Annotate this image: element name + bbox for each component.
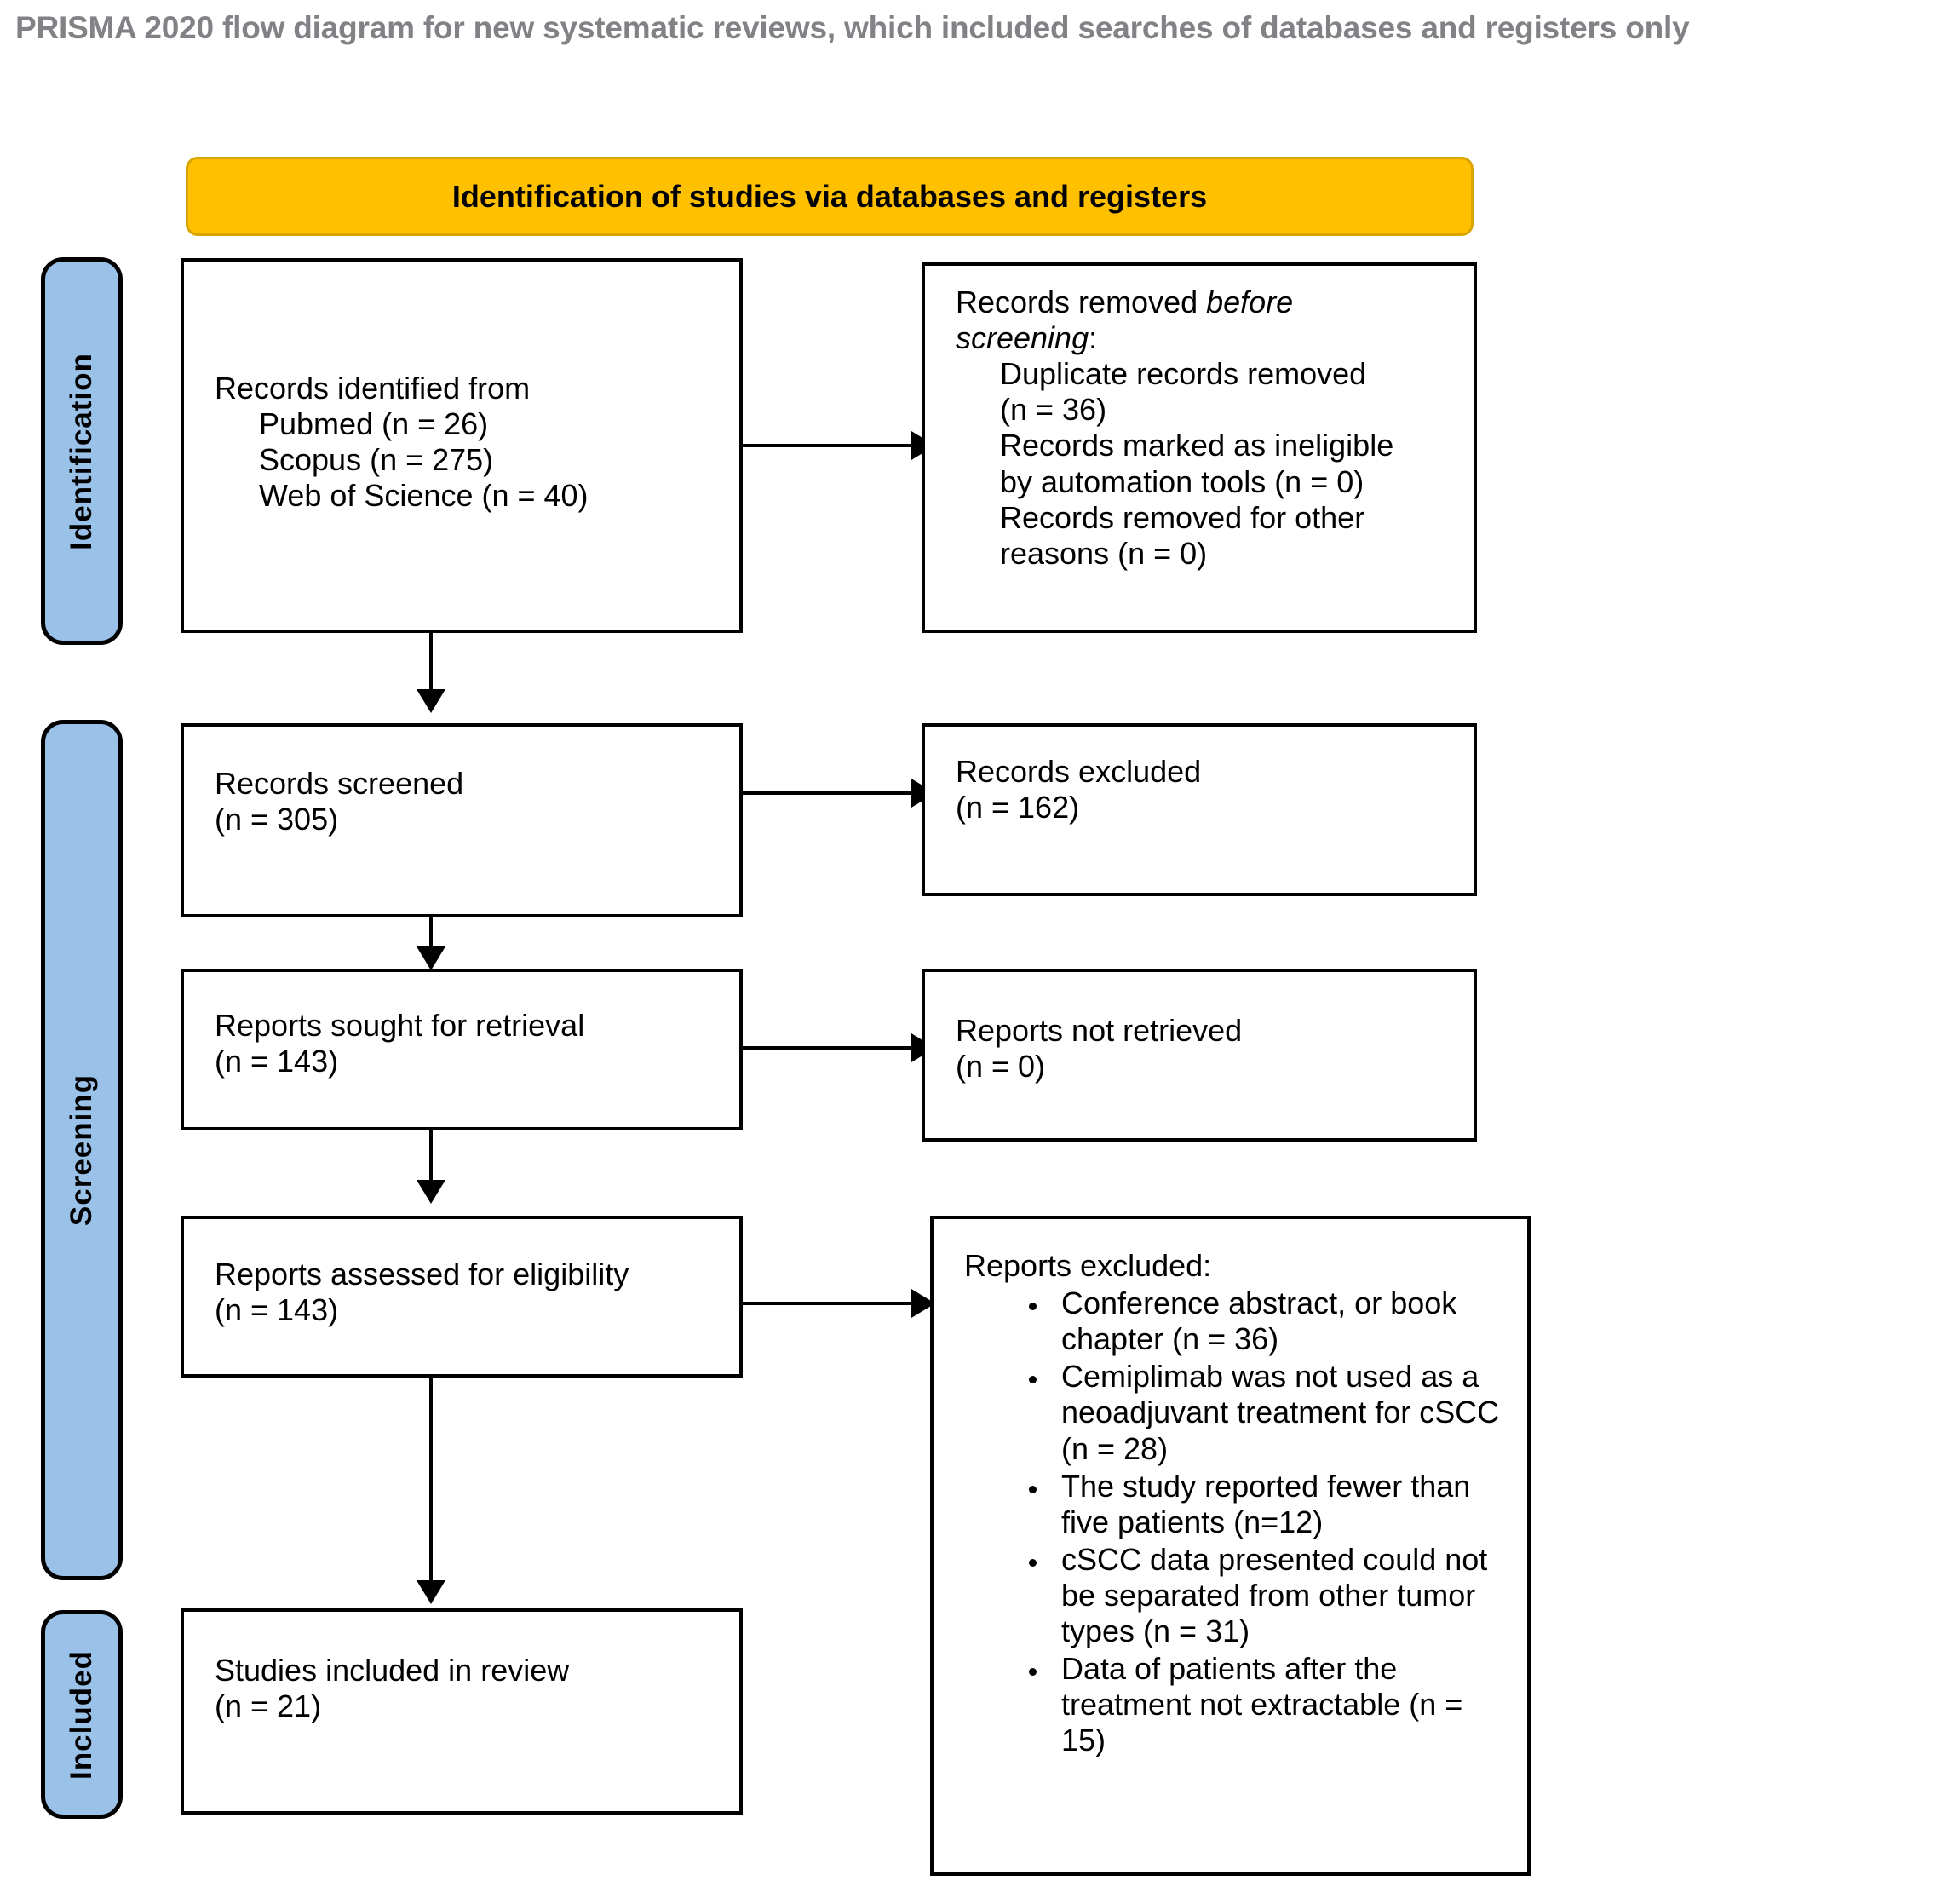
reports-excluded-reason-3: cSCC data presented could not be separat… (1049, 1542, 1515, 1649)
reports-not-retrieved-line-1: Reports not retrieved (956, 1013, 1243, 1048)
stage-label-identification: Identification (65, 352, 98, 550)
stage-bar-identification: Identification (41, 257, 123, 645)
connector-screened-to-excluded (743, 791, 922, 795)
reports-assessed-text: Reports assessed for eligibility(n = 143… (215, 1257, 724, 1328)
box-studies-included: Studies included in review(n = 21) (181, 1608, 743, 1815)
records-removed-item-2: Records marked as ineligible (1000, 428, 1394, 463)
box-reports-excluded: Reports excluded: Conference abstract, o… (930, 1216, 1531, 1876)
reports-excluded-list: Reports excluded: Conference abstract, o… (964, 1248, 1515, 1761)
identification-banner: Identification of studies via databases … (186, 157, 1474, 236)
reports-excluded-reason-2: The study reported fewer than five patie… (1049, 1469, 1515, 1540)
records-removed-item-5: reasons (n = 0) (1000, 535, 1208, 571)
identification-banner-label: Identification of studies via databases … (451, 178, 1208, 214)
reports-sought-text: Reports sought for retrieval(n = 143) (215, 1008, 724, 1079)
records-removed-item-3: by automation tools (n = 0) (1000, 463, 1364, 499)
box-reports-not-retrieved: Reports not retrieved(n = 0) (922, 969, 1477, 1142)
records-removed-item-4: Records removed for other (1000, 499, 1365, 535)
reports-excluded-reason-1: Cemiplimab was not used as a neoadjuvant… (1049, 1359, 1515, 1466)
records-identified-source-2: Web of Science (n = 40) (259, 478, 589, 514)
connector-identified-to-removed (743, 444, 922, 447)
records-excluded-line-2: (n = 162) (956, 790, 1080, 825)
connector-screened-to-sought (429, 917, 433, 962)
box-records-screened: Records screened(n = 305) (181, 723, 743, 917)
arrowhead-identified-to-screened (417, 689, 445, 713)
reports-sought-line-2: (n = 143) (215, 1044, 339, 1079)
connector-assessed-to-included (429, 1378, 433, 1595)
records-identified-source-0: Pubmed (n = 26) (259, 406, 489, 442)
stage-bar-screening: Screening (41, 720, 123, 1580)
records-removed-item-1: (n = 36) (1000, 392, 1107, 428)
records-screened-text: Records screened(n = 305) (215, 766, 724, 837)
page-title: PRISMA 2020 flow diagram for new systema… (15, 10, 1690, 45)
records-removed-item-0: Duplicate records removed (1000, 356, 1367, 392)
reports-sought-line-1: Reports sought for retrieval (215, 1008, 585, 1043)
arrowhead-assessed-to-included (417, 1580, 445, 1604)
box-records-excluded: Records excluded(n = 162) (922, 723, 1477, 896)
records-excluded-text: Records excluded(n = 162) (956, 754, 1458, 825)
stage-bar-included: Included (41, 1610, 123, 1819)
records-identified-source-1: Scopus (n = 275) (259, 442, 494, 478)
records-screened-line-2: (n = 305) (215, 802, 339, 837)
reports-not-retrieved-text: Reports not retrieved(n = 0) (956, 1013, 1458, 1084)
box-reports-sought: Reports sought for retrieval(n = 143) (181, 969, 743, 1130)
studies-included-text: Studies included in review(n = 21) (215, 1653, 724, 1724)
connector-assessed-to-excluded (743, 1302, 922, 1305)
reports-assessed-line-1: Reports assessed for eligibility (215, 1257, 629, 1291)
arrowhead-sought-to-assessed (417, 1180, 445, 1204)
records-identified-heading: Records identified from (215, 371, 531, 406)
reports-excluded-reasons: Conference abstract, or book chapter (n … (964, 1286, 1515, 1758)
studies-included-line-2: (n = 21) (215, 1688, 322, 1724)
reports-not-retrieved-line-2: (n = 0) (956, 1049, 1046, 1084)
stage-label-included: Included (65, 1649, 98, 1780)
arrowhead-screened-to-sought (417, 946, 445, 970)
reports-assessed-line-2: (n = 143) (215, 1292, 339, 1328)
studies-included-line-1: Studies included in review (215, 1653, 570, 1688)
reports-excluded-lead: Reports excluded: (964, 1248, 1212, 1283)
records-screened-line-1: Records screened (215, 766, 464, 801)
connector-identified-to-screened (429, 633, 433, 694)
reports-excluded-reason-4: Data of patients after the treatment not… (1049, 1651, 1515, 1758)
records-excluded-line-1: Records excluded (956, 754, 1202, 789)
connector-sought-to-not-retrieved (743, 1046, 922, 1050)
box-reports-assessed: Reports assessed for eligibility(n = 143… (181, 1216, 743, 1378)
connector-sought-to-assessed (429, 1130, 433, 1195)
stage-label-screening: Screening (65, 1073, 99, 1227)
reports-excluded-reason-0: Conference abstract, or book chapter (n … (1049, 1286, 1515, 1357)
